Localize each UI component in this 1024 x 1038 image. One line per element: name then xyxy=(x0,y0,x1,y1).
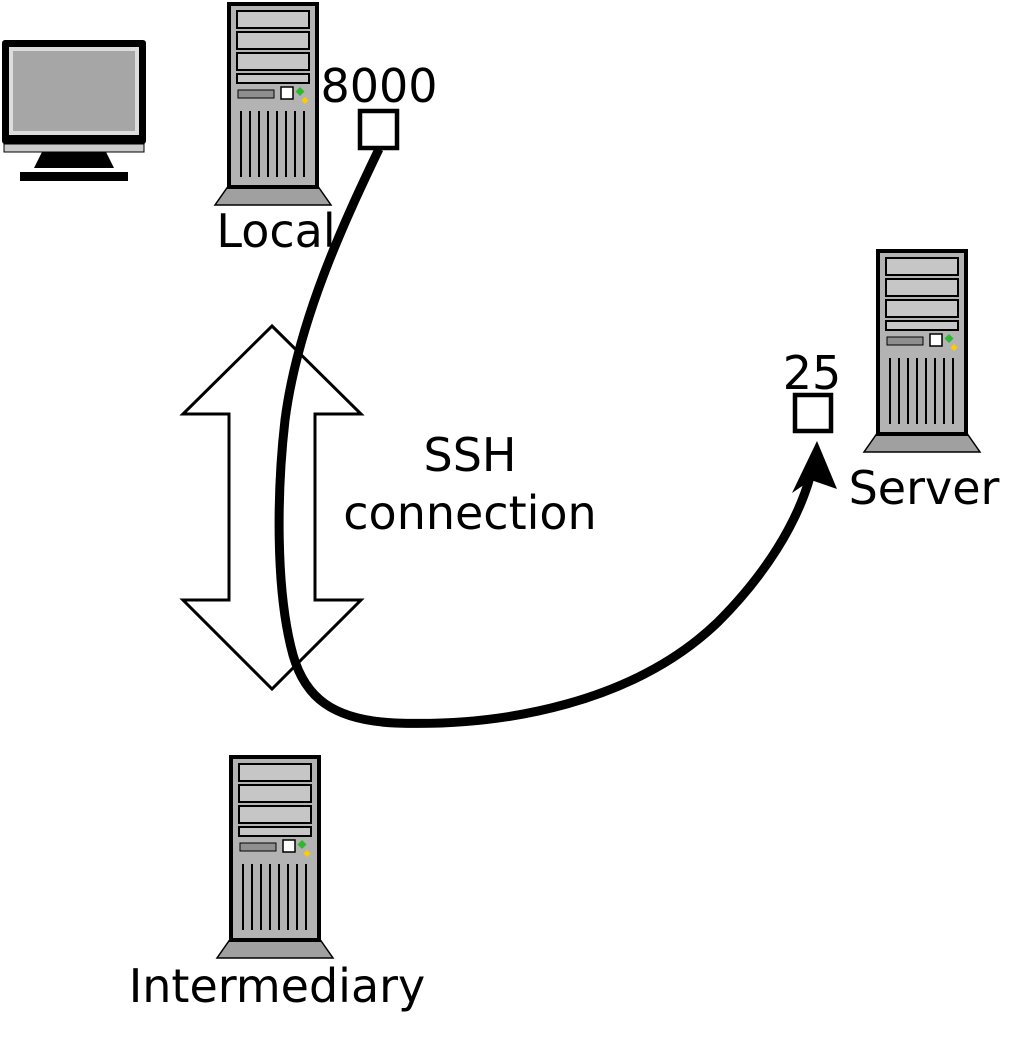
ssh-connection-label-line1: SSH xyxy=(424,428,517,482)
ssh-connection-label: SSH connection xyxy=(343,428,596,540)
port-8000-label: 8000 xyxy=(320,59,437,113)
tunnel-arrowhead-icon xyxy=(792,441,837,493)
monitor-icon xyxy=(2,40,146,181)
monitor-stand-neck xyxy=(34,152,114,168)
local-label: Local xyxy=(216,204,335,258)
server-tower-icon xyxy=(862,249,982,454)
intermediary-label: Intermediary xyxy=(129,959,426,1013)
monitor-screen xyxy=(13,51,135,131)
port-25-label: 25 xyxy=(783,346,842,400)
intermediary-tower-icon xyxy=(215,755,335,960)
server-label: Server xyxy=(849,461,1000,515)
port-25-box xyxy=(792,392,834,434)
port-8000-box xyxy=(357,108,400,151)
tunnel-curve-arrow-icon xyxy=(274,147,815,728)
double-arrow-icon xyxy=(179,323,365,692)
local-tower-icon xyxy=(213,2,333,207)
monitor-bottom-strip xyxy=(3,143,145,153)
ssh-connection-label-line2: connection xyxy=(343,486,596,540)
monitor-stand-base xyxy=(20,172,128,181)
